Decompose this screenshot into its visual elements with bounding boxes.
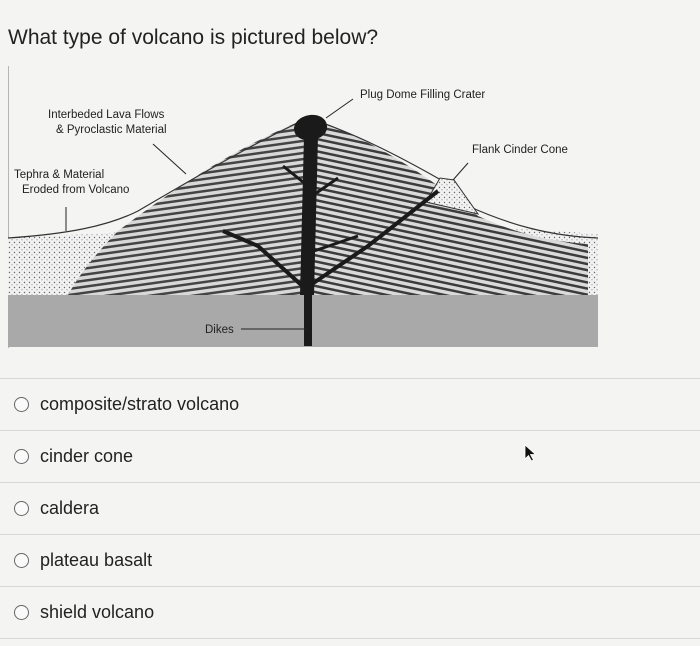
- leader-interbedded: [152, 143, 187, 175]
- conduit-lower: [304, 295, 312, 346]
- label-plug-dome: Plug Dome Filling Crater: [360, 89, 486, 101]
- radio-button[interactable]: [14, 553, 29, 568]
- option-composite[interactable]: composite/strato volcano: [0, 378, 700, 430]
- cone-outline-left: [8, 117, 449, 239]
- answer-options: composite/strato volcano cinder cone cal…: [0, 378, 700, 639]
- dike-left-upper: [282, 164, 309, 188]
- option-label: caldera: [40, 498, 100, 518]
- leader-plug-dome: [325, 98, 354, 119]
- radio-button[interactable]: [14, 449, 29, 464]
- leader-flank-cone: [452, 162, 469, 181]
- option-label: shield volcano: [40, 602, 155, 622]
- volcano-cross-section-figure: Plug Dome Filling Crater Interbeded Lava…: [8, 66, 598, 350]
- dike-left-lower: [222, 229, 310, 293]
- dike-right-mid: [313, 234, 359, 253]
- label-interbedded-line2: & Pyroclastic Material: [56, 124, 167, 136]
- dike-right: [310, 189, 440, 286]
- plug-dome: [294, 114, 328, 140]
- label-dikes: Dikes: [205, 324, 234, 336]
- question-text: What type of volcano is pictured below?: [8, 26, 379, 49]
- radio-button[interactable]: [14, 501, 29, 516]
- flank-cinder-cone: [425, 177, 480, 215]
- dike-right-upper: [311, 176, 339, 198]
- label-interbedded-line1: Interbeded Lava Flows: [48, 109, 165, 121]
- option-label: cinder cone: [40, 446, 134, 466]
- volcano-left-flank: [68, 118, 308, 295]
- pointer-cursor-icon: [524, 444, 538, 467]
- label-tephra-line1: Tephra & Material: [14, 169, 105, 181]
- option-label: composite/strato volcano: [40, 394, 240, 414]
- radio-button[interactable]: [14, 397, 29, 412]
- option-label: plateau basalt: [40, 550, 153, 570]
- volcano-diagram: [8, 66, 598, 348]
- option-caldera[interactable]: caldera: [0, 482, 700, 534]
- label-flank-cone: Flank Cinder Cone: [472, 144, 568, 156]
- central-conduit: [300, 136, 318, 295]
- option-cinder-cone[interactable]: cinder cone: [0, 430, 700, 482]
- option-shield-volcano[interactable]: shield volcano: [0, 586, 700, 639]
- radio-button[interactable]: [14, 605, 29, 620]
- cone-outline-right: [467, 205, 598, 239]
- bedrock-layer: [8, 295, 598, 347]
- option-plateau-basalt[interactable]: plateau basalt: [0, 534, 700, 586]
- label-tephra-line2: Eroded from Volcano: [22, 184, 130, 196]
